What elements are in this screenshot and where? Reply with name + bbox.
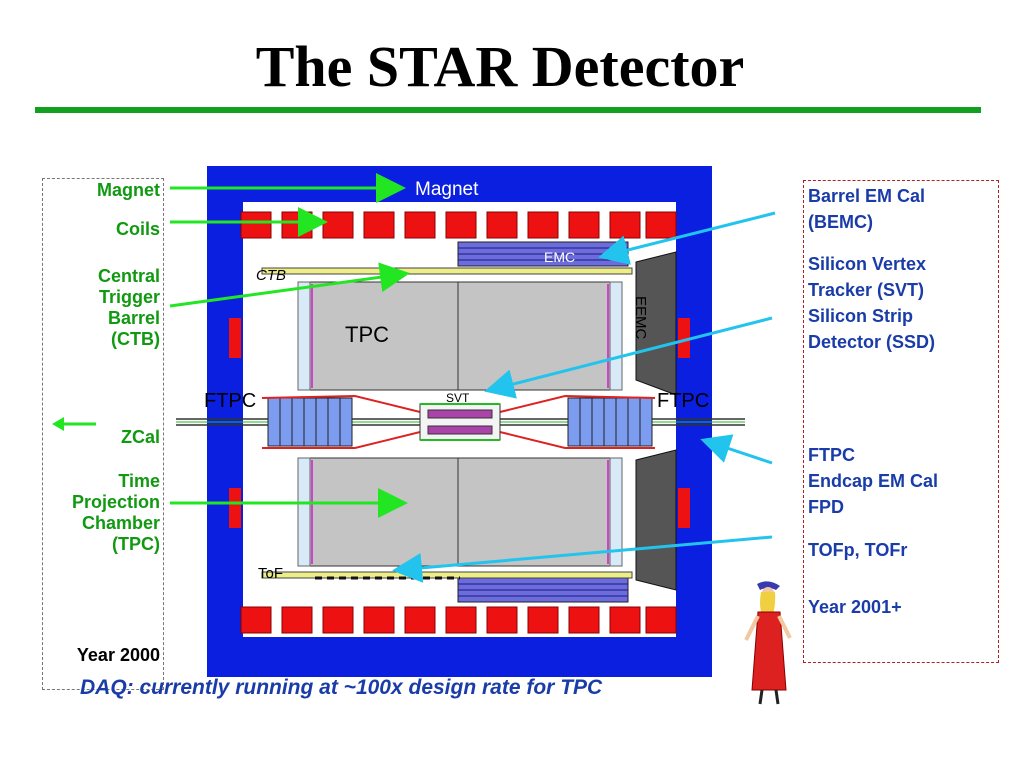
pole-coil-ul: [229, 318, 241, 358]
arrow-bemc: [598, 211, 776, 265]
emc-top: [457, 241, 629, 267]
diagram-label-eemc: EEMC: [632, 296, 649, 340]
label-bemc: Barrel EM Cal(BEMC): [808, 186, 926, 232]
label-magnet: Magnet: [97, 180, 160, 200]
eemc-bottom: [635, 449, 677, 591]
label-year-2001: Year 2001+: [808, 597, 902, 617]
pole-coil-lr: [678, 488, 690, 528]
diagram-label-ctb: CTB: [256, 267, 286, 284]
diagram-label-svt: SVT: [446, 391, 470, 405]
title-rule: [35, 107, 981, 113]
label-zcal: ZCal: [120, 427, 160, 447]
woman-figure-icon: [744, 581, 792, 705]
pole-coil-ur: [678, 318, 690, 358]
left-legend-box: [42, 178, 164, 690]
svt-assembly: [419, 403, 501, 441]
diagram-label-emc: EMC: [544, 249, 575, 265]
tpc-endcap-lr: [609, 457, 623, 567]
ftpc-left: [267, 397, 353, 447]
label-tof: TOFp, TOFr: [808, 540, 908, 560]
arrow-tof: [392, 535, 773, 583]
tpc-lower: [309, 457, 611, 567]
tpc-endcap-ul: [297, 281, 311, 391]
label-coils: Coils: [115, 219, 160, 239]
diagram-label-ftpc-right: FTPC: [657, 390, 709, 412]
left-arrow-icon: [52, 417, 96, 431]
diagram-label-ftpc-left: FTPC: [204, 390, 256, 412]
tpc-endcap-ur: [609, 281, 623, 391]
arrow-ctb: [169, 262, 410, 308]
coils-top: [240, 211, 677, 239]
eemc-top: [635, 251, 677, 396]
year-2000-label: Year 2000: [76, 645, 160, 665]
magnet-bottom: [207, 637, 712, 677]
ftpc-right: [567, 397, 653, 447]
diagram-label-tpc: TPC: [345, 322, 389, 347]
emc-bottom: [457, 577, 629, 603]
coils-bottom: [240, 606, 677, 634]
pole-coil-ll: [229, 488, 241, 528]
diagram-label-tof: ToF: [258, 565, 283, 582]
page-title: The STAR Detector: [255, 34, 745, 99]
tpc-endcap-ll: [297, 457, 311, 567]
arrow-svt: [484, 316, 773, 399]
arrow-ftpc: [700, 434, 773, 465]
diagram-label-magnet: Magnet: [415, 179, 479, 200]
ctb-strip-top: [261, 267, 633, 275]
daq-note: DAQ: currently running at ~100x design r…: [80, 676, 603, 699]
right-legend-box: [803, 180, 999, 663]
